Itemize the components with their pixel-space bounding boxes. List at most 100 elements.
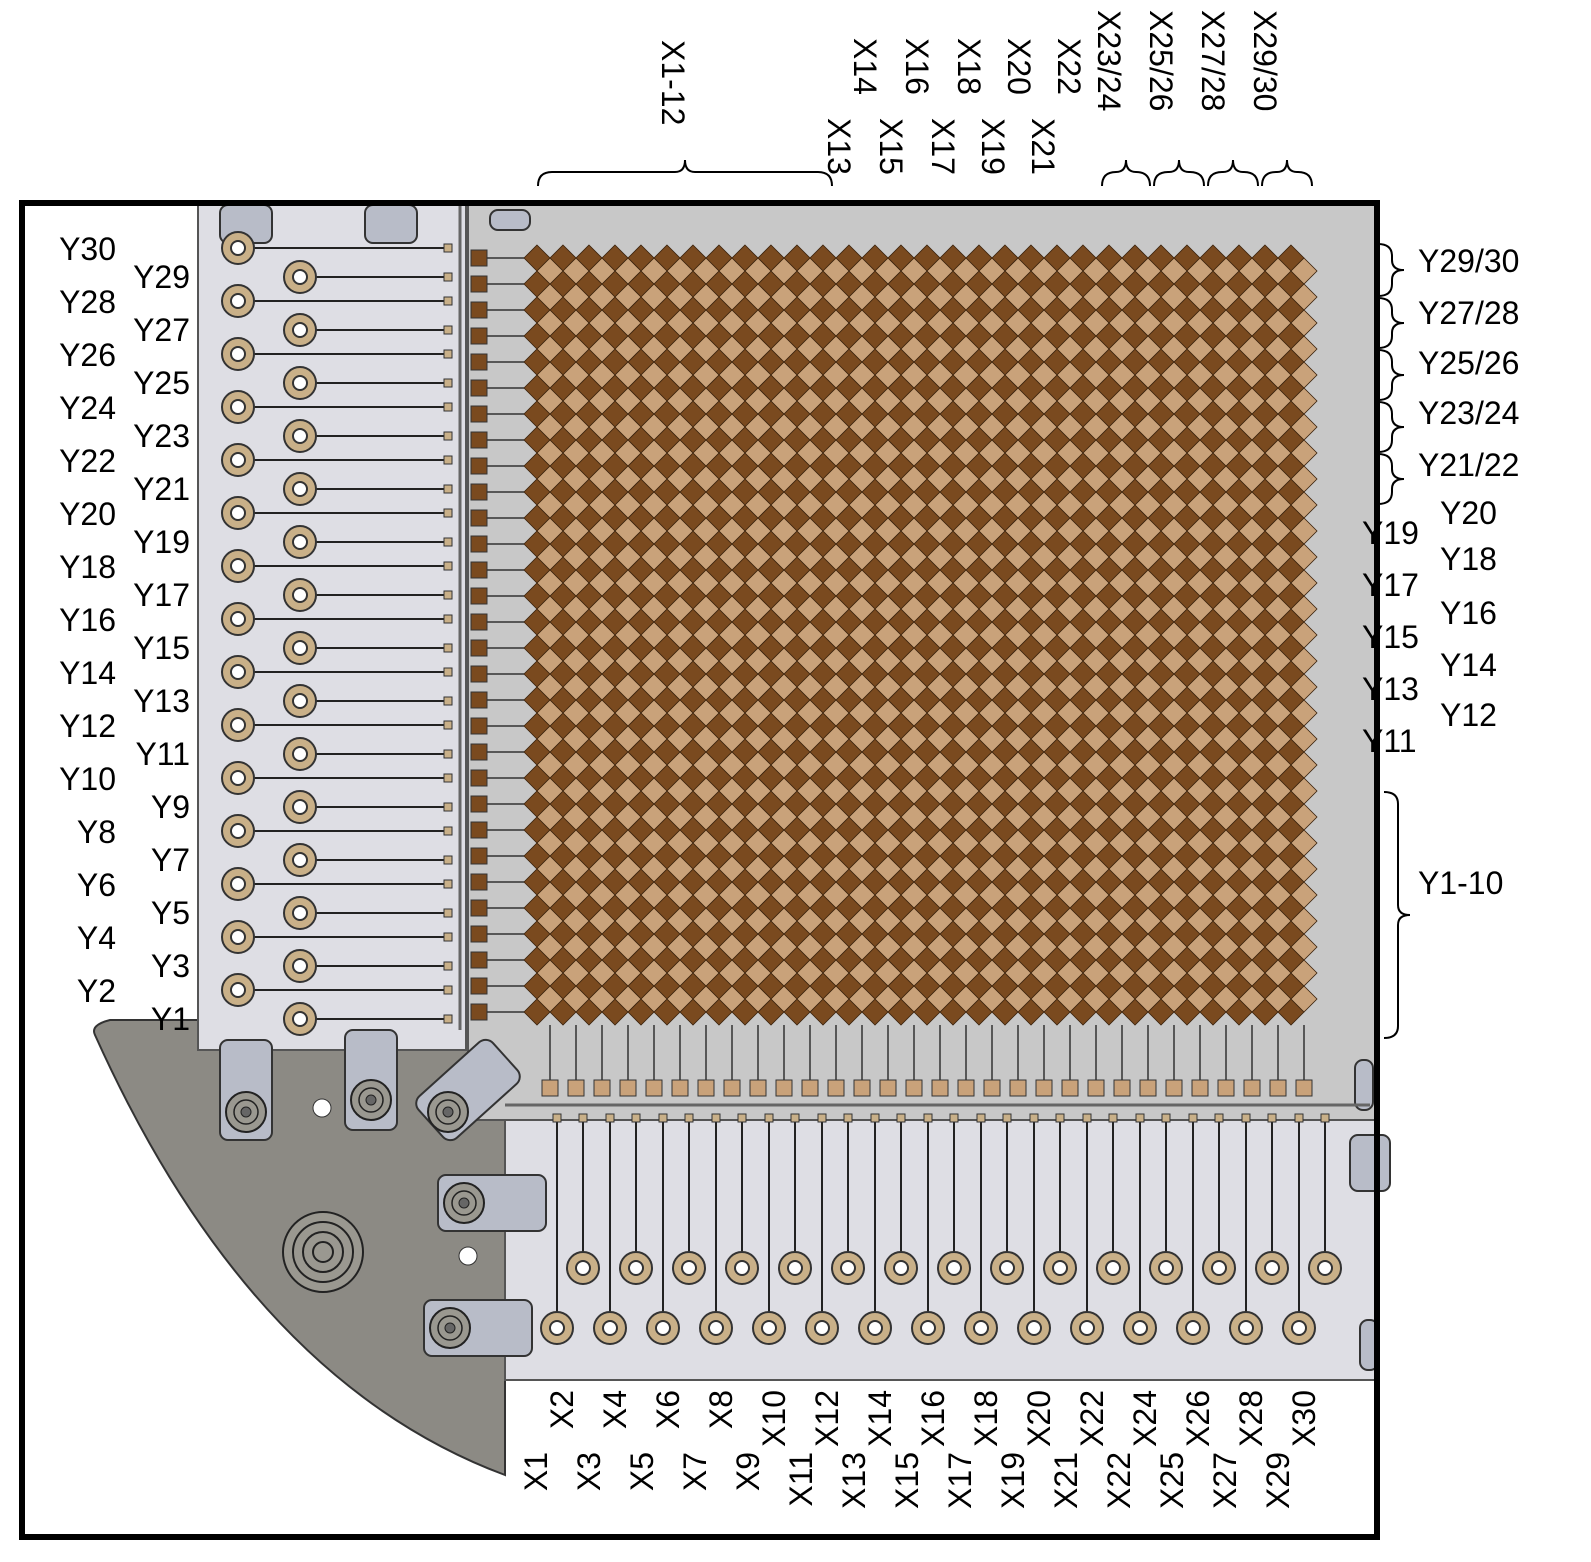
label-bottom-x26: X26	[1180, 1390, 1216, 1447]
connector-pad-hole	[230, 929, 246, 945]
diamond-electrode-grid	[523, 244, 1318, 1026]
bracket	[537, 159, 833, 187]
label-y19: Y19	[1362, 515, 1419, 551]
label-x29-30: X29/30	[1247, 10, 1283, 111]
connector-pad-hole	[1317, 1260, 1333, 1276]
label-x23-24: X23/24	[1091, 10, 1127, 111]
outer-frame	[19, 200, 1380, 1540]
connector-pad-hole	[292, 269, 308, 285]
trace-end	[443, 272, 453, 282]
trace-end	[790, 1113, 800, 1123]
x-electrode-diamond	[588, 985, 616, 1013]
x-column-pad	[1217, 1079, 1235, 1097]
label-bottom-x7: X7	[677, 1452, 713, 1491]
y-row-pad	[470, 613, 488, 631]
trace-end	[443, 349, 453, 359]
trace-end	[443, 378, 453, 388]
trace-end	[443, 537, 453, 547]
connector-pad-hole	[1291, 1320, 1307, 1336]
center-bolt	[282, 1211, 364, 1293]
x-electrode-diamond	[1238, 985, 1266, 1013]
connector-pad-hole	[840, 1260, 856, 1276]
y-row-pad	[470, 587, 488, 605]
x-electrode-diamond	[848, 985, 876, 1013]
right-labels: Y29/30 Y27/28 Y25/26 Y23/24 Y21/22 Y19 Y…	[1362, 243, 1519, 901]
label-bottom-x11: X11	[783, 1452, 819, 1507]
label-y1: Y1	[151, 1001, 190, 1037]
label-bottom-x29: X29	[1260, 1452, 1296, 1509]
trace-end	[443, 802, 453, 812]
connector-pad-hole	[230, 611, 246, 627]
x-column-pad	[697, 1079, 715, 1097]
trace-end	[443, 826, 453, 836]
label-bottom-x13: X13	[836, 1452, 872, 1509]
clamp-block	[489, 209, 531, 231]
label-y2: Y2	[77, 973, 116, 1009]
bolt-ring	[437, 1315, 463, 1341]
mount-hole	[312, 1098, 332, 1118]
x-column-pad	[1295, 1079, 1313, 1097]
bolt-ring	[233, 1099, 259, 1125]
y-row-pad	[470, 457, 488, 475]
bolt-ring	[435, 1099, 461, 1125]
connector-pad-hole	[230, 346, 246, 362]
label-y10: Y10	[59, 761, 116, 797]
label-y18: Y18	[1440, 541, 1497, 577]
connector-pad-hole	[787, 1260, 803, 1276]
connector-pad-hole	[655, 1320, 671, 1336]
bracket	[1261, 159, 1313, 187]
trace-end	[1320, 1113, 1330, 1123]
label-y16: Y16	[1440, 595, 1497, 631]
label-y17: Y17	[133, 577, 190, 613]
label-y11: Y11	[135, 736, 190, 772]
label-y20: Y20	[1440, 495, 1497, 531]
label-y11: Y11	[1362, 723, 1417, 759]
trace-end	[843, 1113, 853, 1123]
trace-end	[443, 614, 453, 624]
y-row-pad	[470, 249, 488, 267]
label-x19: X19	[975, 118, 1011, 175]
y-row-pad	[470, 795, 488, 813]
x-electrode-diamond	[1004, 985, 1032, 1013]
connector-pad-hole	[292, 322, 308, 338]
trace-end	[443, 643, 453, 653]
connector-pad-hole	[761, 1320, 777, 1336]
label-x21: X21	[1025, 118, 1061, 175]
connector-pad-hole	[920, 1320, 936, 1336]
trace-end	[443, 879, 453, 889]
label-x16: X16	[899, 38, 935, 95]
label-bottom-x30: X30	[1286, 1390, 1322, 1447]
label-bottom-x18: X18	[968, 1390, 1004, 1447]
x-column-pad	[905, 1079, 923, 1097]
x-column-pad	[1113, 1079, 1131, 1097]
trace-end	[631, 1113, 641, 1123]
connector-pad-hole	[292, 693, 308, 709]
x-electrode-diamond	[744, 985, 772, 1013]
label-y4: Y4	[77, 920, 116, 956]
x-column-pad	[567, 1079, 585, 1097]
connector-pad-hole	[708, 1320, 724, 1336]
connector-pad-hole	[1052, 1260, 1068, 1276]
label-y21-22: Y21/22	[1418, 447, 1519, 483]
connector-pad-hole	[292, 481, 308, 497]
trace-end	[1294, 1113, 1304, 1123]
label-y25-26: Y25/26	[1418, 345, 1519, 381]
label-y5: Y5	[151, 895, 190, 931]
label-x1-12: X1-12	[655, 40, 691, 125]
trace-end	[443, 961, 453, 971]
y-row-pad	[470, 275, 488, 293]
connector-pad-hole	[292, 428, 308, 444]
trace-end	[443, 773, 453, 783]
trace-end	[443, 561, 453, 571]
label-y16: Y16	[59, 602, 116, 638]
connector-pad-hole	[1238, 1320, 1254, 1336]
label-y23-24: Y23/24	[1418, 395, 1519, 431]
trace-end	[443, 455, 453, 465]
label-bottom-x5: X5	[624, 1452, 660, 1491]
connector-pad-hole	[292, 587, 308, 603]
left-labels: Y30Y28Y26Y24Y22Y20Y18Y16Y14Y12Y10Y8Y6Y4Y…	[59, 231, 190, 1037]
trace-end	[1108, 1113, 1118, 1123]
label-y9: Y9	[151, 789, 190, 825]
trace-end	[443, 431, 453, 441]
